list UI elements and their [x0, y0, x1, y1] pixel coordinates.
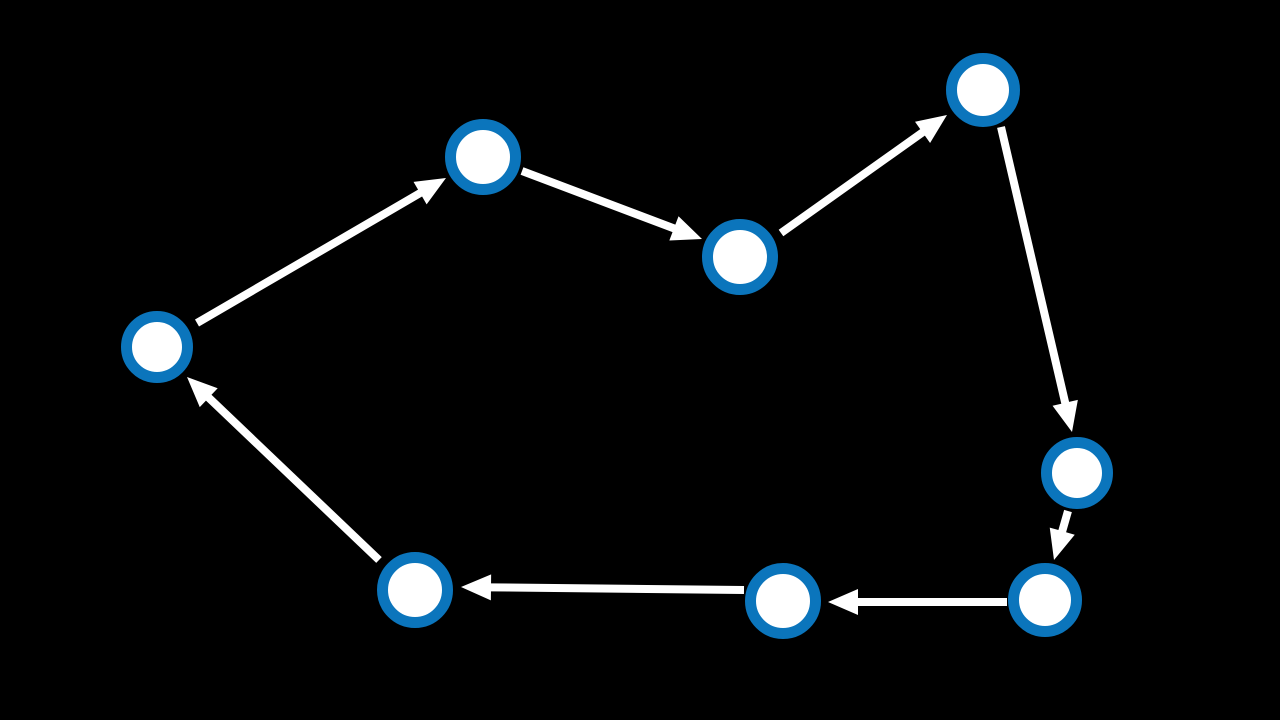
edges-layer: [187, 115, 1078, 615]
node-top-left[interactable]: [445, 119, 521, 195]
nodes-layer: [121, 53, 1113, 639]
edge-left-to-top-left[interactable]: [194, 178, 446, 327]
node-bottom-right[interactable]: [1008, 563, 1082, 637]
edge-bottom-middle-to-bottom-left[interactable]: [461, 574, 745, 601]
node-right-middle[interactable]: [1041, 437, 1113, 509]
edge-bottom-left-to-left[interactable]: [187, 377, 382, 563]
node-top-middle[interactable]: [702, 219, 778, 295]
node-bottom-left[interactable]: [377, 552, 453, 628]
edge-top-left-to-top-middle[interactable]: [520, 167, 702, 241]
node-left[interactable]: [121, 311, 193, 383]
edge-top-middle-to-top-right[interactable]: [778, 115, 947, 237]
node-top-right[interactable]: [946, 53, 1020, 127]
edge-right-middle-to-bottom-right[interactable]: [1049, 509, 1075, 560]
node-bottom-middle[interactable]: [745, 563, 821, 639]
edge-top-right-to-right-middle[interactable]: [997, 126, 1078, 432]
edge-bottom-right-to-bottom-middle[interactable]: [828, 589, 1007, 615]
